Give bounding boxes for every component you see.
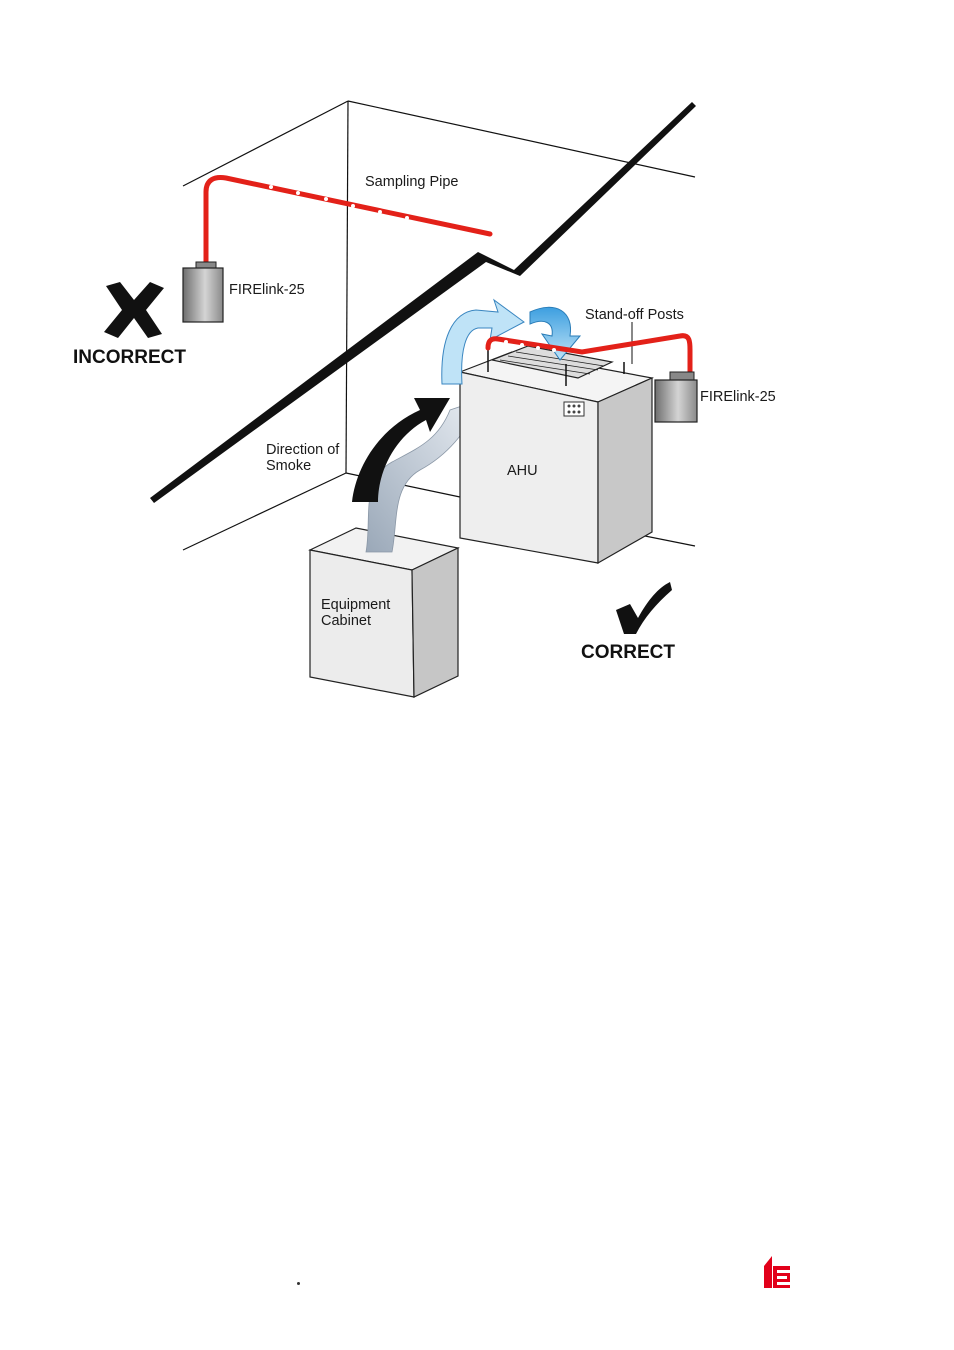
incorrect-label: INCORRECT	[73, 347, 186, 368]
correct-label: CORRECT	[581, 642, 675, 663]
brand-logo-icon	[764, 1256, 790, 1288]
detector-right-label: FIRElink-25	[700, 389, 776, 405]
cabinet-label-line2: Cabinet	[321, 613, 371, 629]
detector-left-label: FIRElink-25	[229, 282, 305, 298]
cabinet-label-line1: Equipment	[321, 597, 390, 613]
detector-left	[183, 262, 223, 322]
detector-right	[655, 372, 697, 422]
standoff-posts-label: Stand-off Posts	[585, 307, 684, 323]
direction-label-line2: Smoke	[266, 458, 311, 474]
ahu-control-panel	[564, 402, 584, 416]
ahu-label: AHU	[507, 463, 538, 479]
page-mark	[297, 1282, 300, 1285]
ahu-unit	[460, 346, 652, 563]
cross-icon	[104, 282, 164, 338]
checkmark-icon	[616, 582, 672, 634]
direction-label-line1: Direction of	[266, 442, 340, 458]
sampling-pipe-label: Sampling Pipe	[365, 174, 459, 190]
